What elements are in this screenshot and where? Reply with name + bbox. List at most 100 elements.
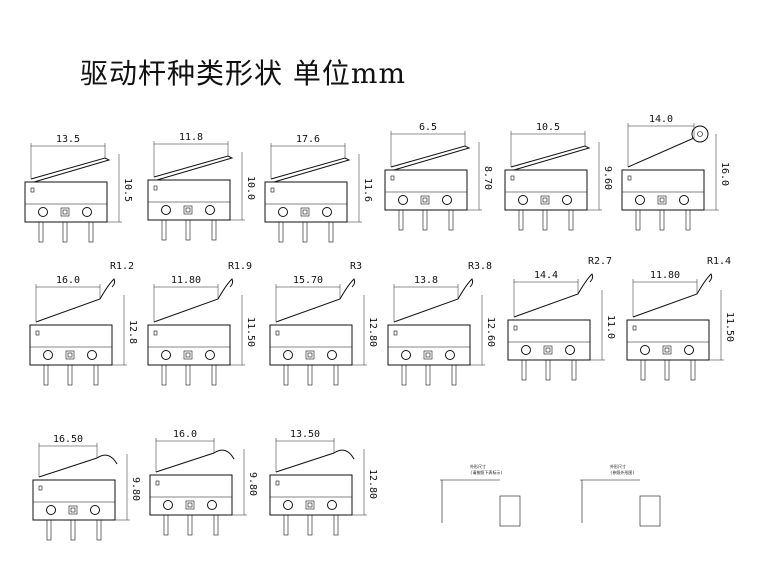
terminal-pin <box>518 209 524 231</box>
small-hole <box>510 175 515 181</box>
terminal-pin <box>425 364 431 386</box>
mount-hole <box>679 195 689 205</box>
radius-label: R1.9 <box>228 261 252 272</box>
height-label: 10.5 <box>122 178 133 202</box>
lever-length-label: 16.50 <box>53 434 83 445</box>
plunger-window <box>185 500 195 510</box>
mount-hole <box>161 205 171 215</box>
plunger-window <box>420 195 430 205</box>
detail-label: 外形尺寸 <box>610 463 626 469</box>
actuator-lever <box>35 278 116 323</box>
actuator-lever <box>153 278 234 323</box>
plunger-center <box>70 507 76 513</box>
plunger-window <box>662 345 672 355</box>
lever-length-label: 11.8 <box>179 132 203 143</box>
mount-hole <box>82 207 92 217</box>
lever-length-label: 13.5 <box>56 134 80 145</box>
terminal-pin <box>211 219 217 241</box>
terminal-pin <box>521 359 527 381</box>
plunger-window <box>305 350 315 360</box>
mount-hole <box>327 500 337 510</box>
lever-length-label: 14.4 <box>534 270 558 281</box>
terminal-pin <box>70 519 76 541</box>
terminal-pin <box>278 221 284 243</box>
plunger-center <box>425 352 431 358</box>
terminal-pin <box>635 209 641 231</box>
mount-hole <box>635 195 645 205</box>
plunger-center <box>664 347 670 353</box>
plunger-window <box>300 207 310 217</box>
terminal-pin <box>333 514 339 536</box>
plunger-center <box>187 502 193 508</box>
actuator-lever <box>155 449 235 473</box>
plunger-window <box>183 205 193 215</box>
terminal-pin <box>448 209 454 231</box>
plunger-center <box>307 502 313 508</box>
terminal-pin <box>185 219 191 241</box>
mount-hole <box>205 350 215 360</box>
small-hole <box>393 330 398 336</box>
lever-length-label: 14.0 <box>649 114 673 125</box>
switch-drawing: 10.59.60 <box>504 122 613 231</box>
actuator-lever <box>30 157 111 183</box>
mount-hole <box>684 345 694 355</box>
actuator-lever <box>153 155 234 181</box>
lever-length-label: 10.5 <box>536 122 560 133</box>
terminal-pin <box>685 209 691 231</box>
terminal-pin <box>283 364 289 386</box>
terminal-pin <box>307 364 313 386</box>
terminal-pin <box>422 209 428 231</box>
detail-view: 外形尺寸(参照外形图) <box>580 463 661 527</box>
mount-hole <box>398 195 408 205</box>
terminal-pin <box>664 359 670 381</box>
roller-wheel <box>691 125 709 143</box>
terminal-pin <box>659 209 665 231</box>
terminal-pin <box>96 519 102 541</box>
mount-hole <box>322 207 332 217</box>
height-label: 11.6 <box>362 178 373 202</box>
mount-hole <box>43 350 53 360</box>
height-label: 9.80 <box>247 472 258 496</box>
mount-hole <box>562 195 572 205</box>
actuator-lever <box>393 278 474 323</box>
terminal-pin <box>401 364 407 386</box>
radius-label: R2.7 <box>588 256 612 267</box>
mount-hole <box>565 345 575 355</box>
height-label: 11.0 <box>605 315 616 339</box>
mount-hole <box>640 345 650 355</box>
terminal-pin <box>568 209 574 231</box>
small-hole <box>153 185 158 191</box>
actuator-lever <box>513 273 594 318</box>
detail-body <box>639 495 661 527</box>
terminal-pin <box>690 359 696 381</box>
height-label: 12.80 <box>367 469 378 499</box>
small-hole <box>270 187 275 193</box>
lever-length-label: 6.5 <box>419 122 437 133</box>
switch-drawing: 14.016.0 <box>621 114 730 231</box>
small-hole <box>275 330 280 336</box>
plunger-center <box>185 352 191 358</box>
detail-label: 外形尺寸 <box>470 463 486 469</box>
mount-hole <box>207 500 217 510</box>
terminal-pin <box>398 209 404 231</box>
mount-hole <box>445 350 455 360</box>
mount-hole <box>161 350 171 360</box>
plunger-window <box>68 505 78 515</box>
plunger-window <box>65 350 75 360</box>
actuator-lever <box>632 273 713 318</box>
plunger-window <box>543 345 553 355</box>
actuator-lever <box>627 137 695 168</box>
terminal-pin <box>328 221 334 243</box>
small-hole <box>30 187 35 193</box>
radius-label: R1.2 <box>110 261 134 272</box>
terminal-pin <box>62 221 68 243</box>
terminal-pin <box>213 514 219 536</box>
switch-drawing: 16.012.8R1.2 <box>29 261 138 386</box>
lever-length-label: 11.80 <box>650 270 680 281</box>
small-hole <box>390 175 395 181</box>
plunger-window <box>60 207 70 217</box>
